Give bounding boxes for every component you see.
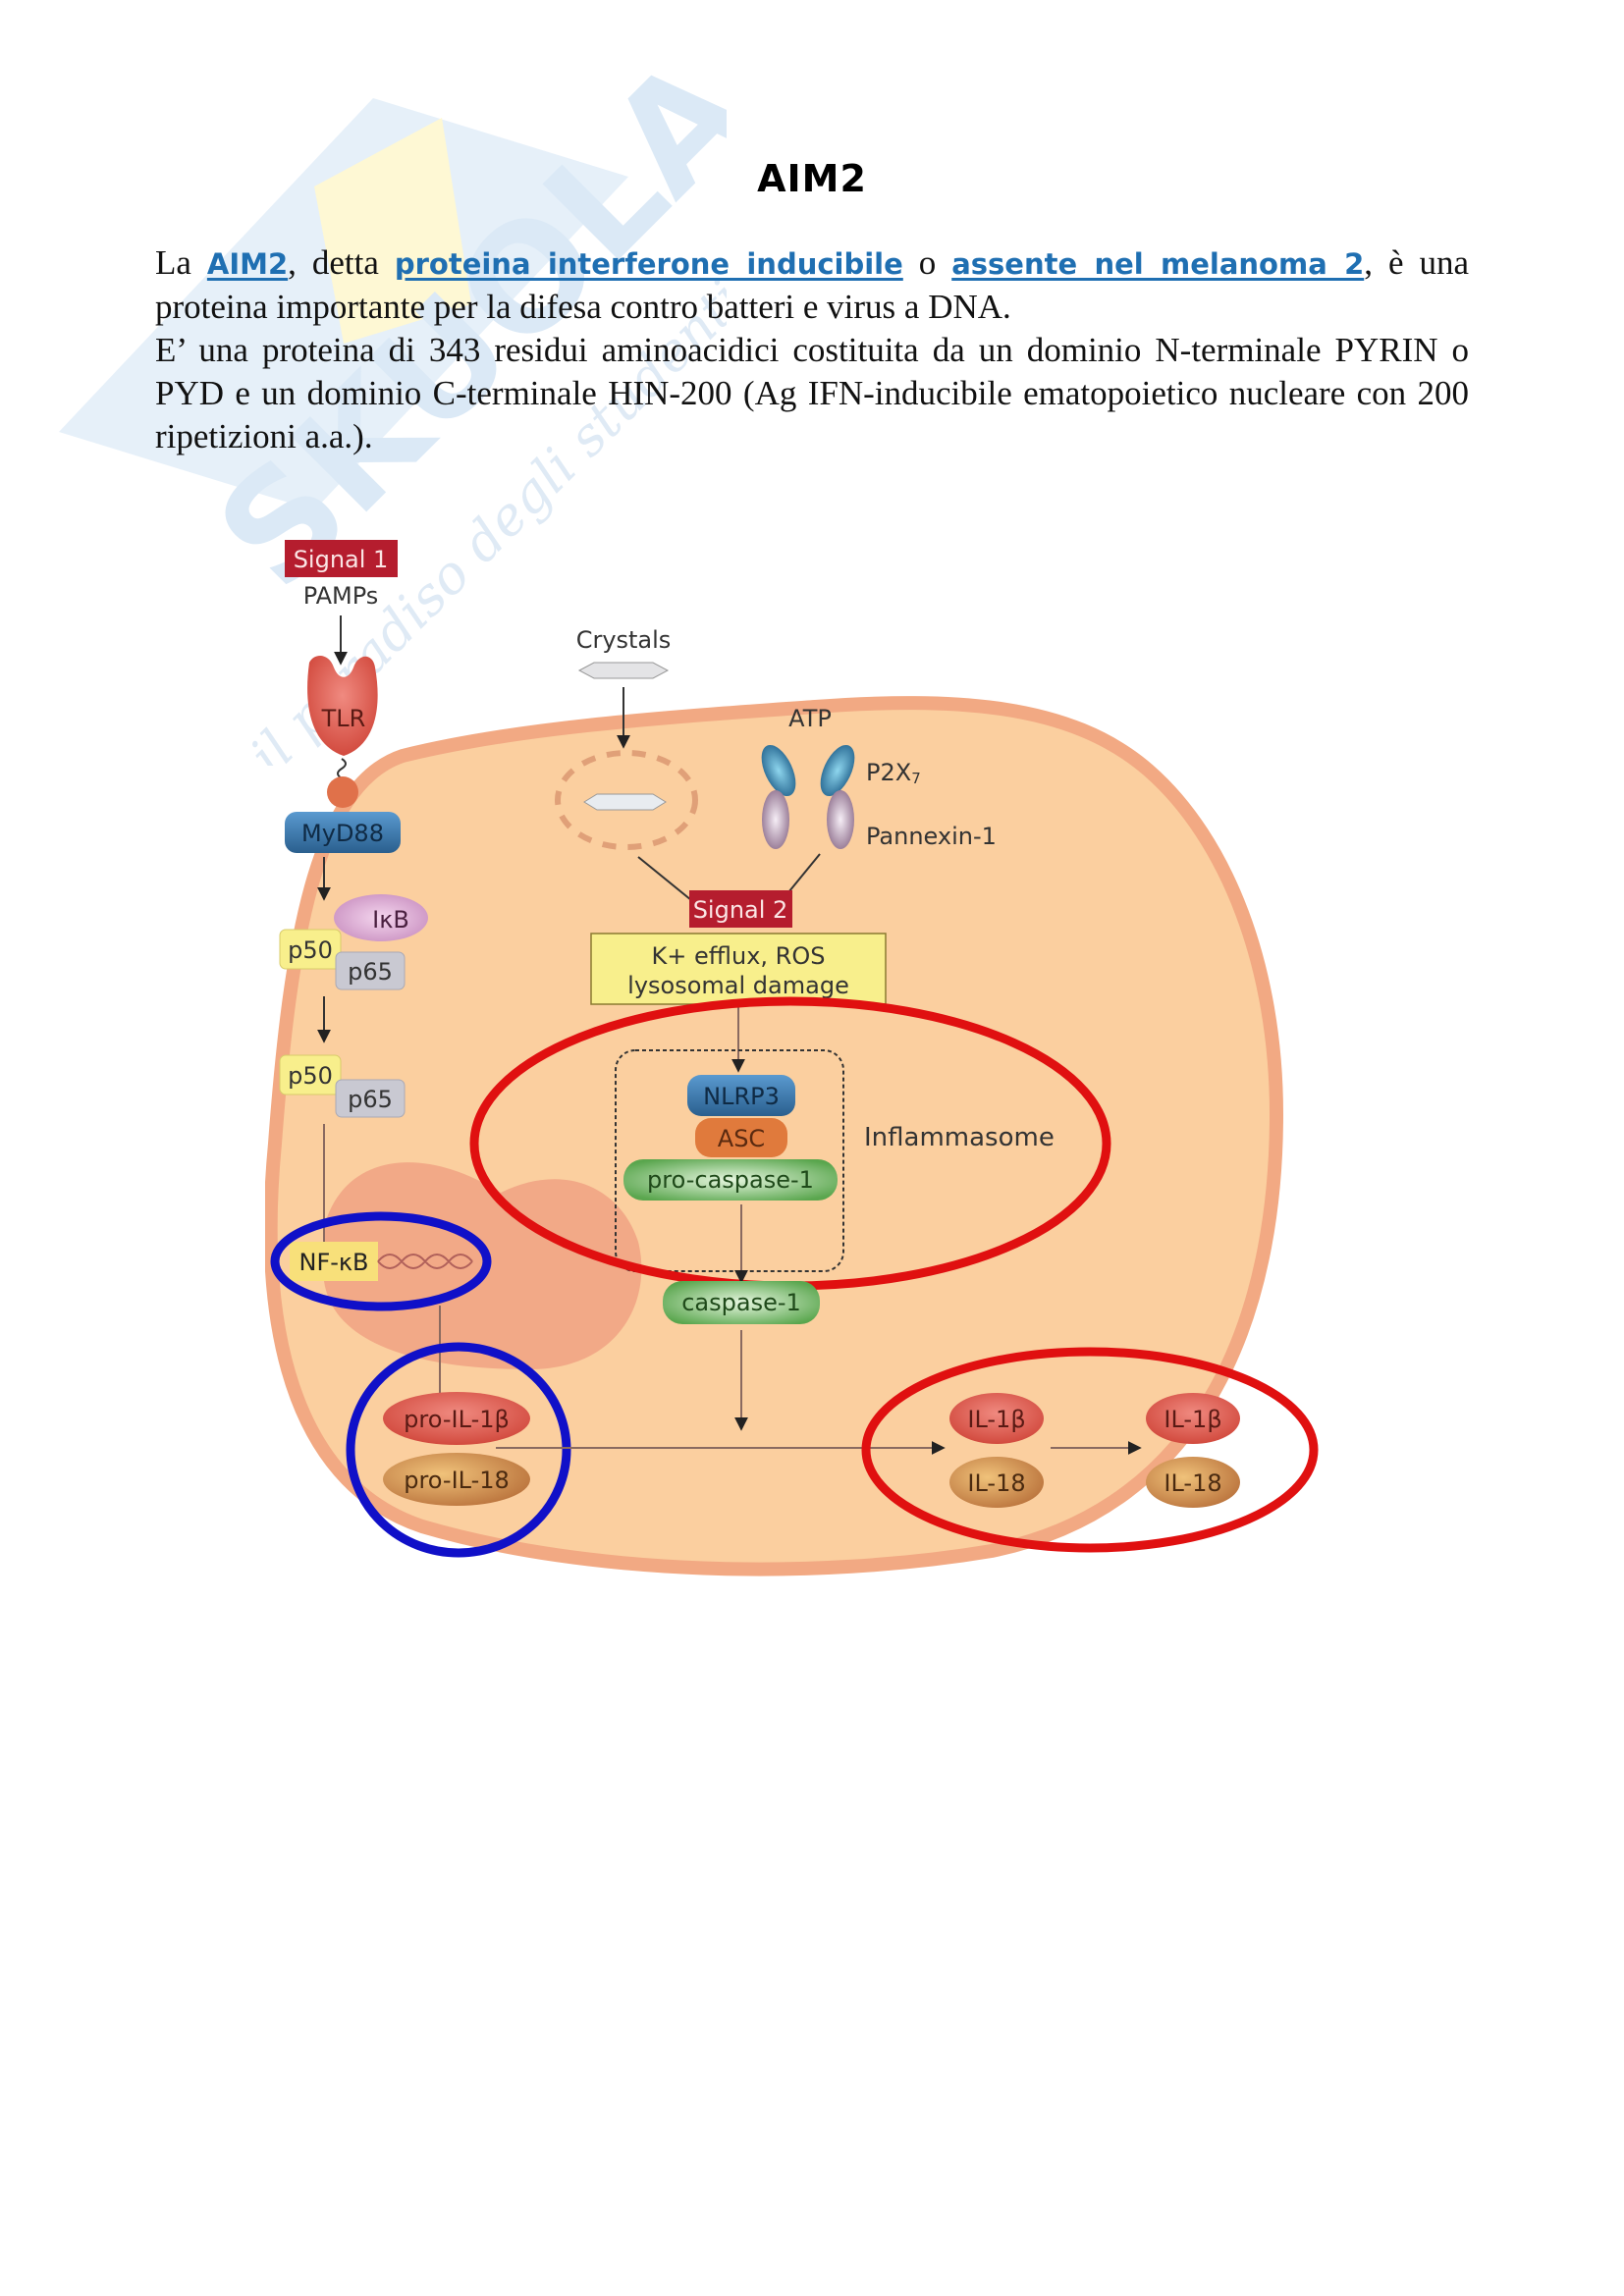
il1b-shape-intracellular: [949, 1393, 1044, 1444]
pro-il18-shape: [383, 1453, 530, 1506]
il1b-label-intracellular: IL-1β: [967, 1406, 1025, 1433]
signal2-label: Signal 2: [693, 896, 788, 924]
caspase1-box: [663, 1281, 820, 1324]
asc-box: [695, 1118, 787, 1157]
il1b-label-secreted: IL-1β: [1164, 1406, 1221, 1433]
pamps-label: PAMPs: [303, 582, 379, 610]
p65-label-2: p65: [348, 1086, 393, 1113]
crystal-icon: [577, 662, 670, 679]
text-span: , è una proteina importante per la difes…: [155, 243, 1469, 326]
asc-label: ASC: [718, 1125, 765, 1152]
signal1-label: Signal 1: [294, 546, 389, 573]
p2x7-subscript: 7: [911, 770, 921, 787]
p2x7-right: [820, 744, 855, 797]
pro-il1b-shape: [383, 1392, 530, 1445]
paragraph-structure: E’ una proteina di 343 residui aminoacid…: [155, 331, 1469, 455]
p2x7-left: [761, 744, 796, 797]
p50-label-2: p50: [288, 1062, 333, 1090]
tlr-label: TLR: [321, 705, 366, 732]
diagram-svg: Signal 1 PAMPs TLR MyD88 IκB p50 p65 p50…: [265, 540, 1319, 1576]
p65-label-1: p65: [348, 958, 393, 986]
nfkb-box: [290, 1242, 378, 1281]
pannexin-label: Pannexin-1: [866, 823, 997, 850]
pannexin-left: [762, 790, 789, 849]
text-span: La: [155, 243, 207, 282]
tlr-receptor: [307, 656, 378, 756]
caspase1-label: caspase-1: [681, 1289, 801, 1316]
nlrp3-box: [687, 1075, 795, 1116]
text-span: , detta: [288, 243, 395, 282]
crystals-label: Crystals: [576, 626, 672, 654]
ikb-shape: [334, 894, 428, 941]
highlight-proil-blue: [346, 1342, 571, 1558]
p50-box-2: [279, 1054, 342, 1095]
p2x7-text: P2X: [866, 759, 911, 786]
p50-label-1: p50: [288, 936, 333, 964]
p65-box-1: [335, 951, 406, 990]
stress-line2: lysosomal damage: [627, 972, 849, 999]
link-aim2[interactable]: AIM2: [206, 247, 289, 281]
myd88-box: [285, 812, 401, 853]
procaspase-box: [623, 1159, 838, 1201]
paragraph-intro: La AIM2, detta proteina interferone indu…: [155, 241, 1469, 329]
il18-label-intracellular: IL-18: [967, 1469, 1025, 1497]
procaspase-label: pro-caspase-1: [647, 1166, 814, 1194]
tlr-tail: [337, 758, 347, 779]
pro-il1b-label: pro-IL-1β: [404, 1406, 510, 1433]
p2x7-label: P2X7: [866, 759, 921, 787]
body-text: La AIM2, detta proteina interferone indu…: [155, 241, 1469, 458]
nlrp3-label: NLRP3: [703, 1083, 780, 1110]
dna-helix-icon: [377, 1254, 473, 1269]
signal2-box: [689, 890, 792, 928]
phagosome: [555, 750, 698, 850]
link-assente-nel-melanoma-2[interactable]: assente nel melanoma 2: [951, 247, 1365, 281]
inflammasome-label: Inflammasome: [864, 1123, 1055, 1152]
p50-box-1: [279, 929, 342, 970]
ikb-label: IκB: [372, 906, 409, 934]
page-title: AIM2: [757, 157, 867, 200]
il18-shape-intracellular: [949, 1457, 1044, 1508]
il18-shape-secreted: [1146, 1457, 1240, 1508]
signal1-box: [285, 540, 398, 577]
crystal-internalized-icon: [583, 793, 667, 811]
highlight-il-red: [861, 1347, 1319, 1553]
pro-il18-label: pro-IL-18: [404, 1467, 510, 1494]
stress-line1: K+ efflux, ROS: [652, 942, 826, 970]
il1b-shape-secreted: [1146, 1393, 1240, 1444]
il18-label-secreted: IL-18: [1164, 1469, 1221, 1497]
inflammasome-diagram: Signal 1 PAMPs TLR MyD88 IκB p50 p65 p50…: [265, 506, 1384, 1605]
highlight-nfkb-blue: [270, 1211, 492, 1311]
inflammasome-complex-box: [615, 1049, 844, 1272]
link-proteina-interferone-inducibile[interactable]: proteina interferone inducibile: [394, 247, 903, 281]
atp-label: ATP: [788, 705, 832, 732]
text-span: o: [902, 243, 952, 282]
pannexin-right: [827, 790, 854, 849]
p65-box-2: [335, 1079, 406, 1118]
nfkb-label: NF-κB: [298, 1249, 368, 1276]
myd88-label: MyD88: [301, 820, 384, 847]
tir-domain: [327, 776, 358, 808]
